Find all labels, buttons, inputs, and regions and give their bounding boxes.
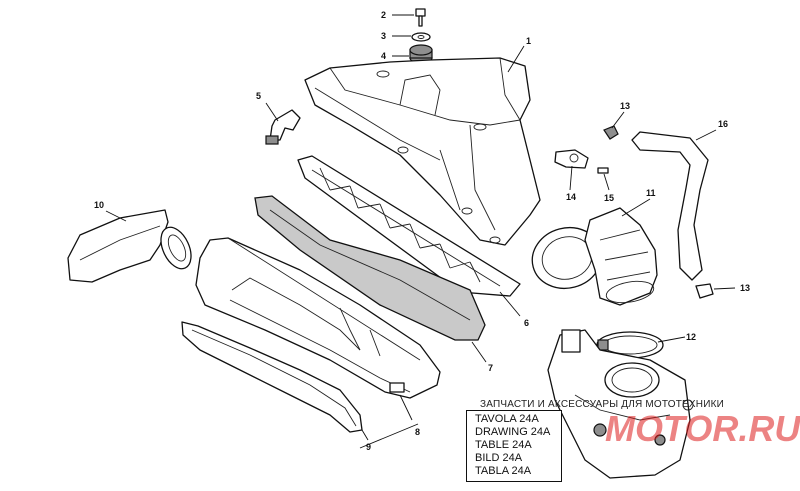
part-8-airbox-base: [195, 237, 441, 399]
part-1-airbox-cover: [304, 57, 541, 246]
reference-line-tabla: TABLA 24A: [475, 465, 532, 477]
reference-line-table: TABLE 24A: [475, 439, 532, 451]
part-9-gasket: [181, 321, 363, 433]
callout-labels: 2 3 4 1 5 13 16 14 15 11 10 6 7 12 13 8 …: [94, 10, 750, 452]
throttle-body: [547, 329, 694, 479]
callout-16: 16: [718, 119, 728, 129]
callout-7: 7: [488, 363, 493, 373]
part-6-filter-frame: [297, 155, 521, 297]
watermark-tagline: ЗАПЧАСТИ И АКСЕССУАРЫ ДЛЯ МОТОТЕХНИКИ: [480, 399, 725, 410]
part-4-grommet: [409, 44, 433, 64]
callout-1: 1: [526, 36, 531, 46]
callout-15: 15: [604, 193, 614, 203]
callout-2: 2: [381, 10, 386, 20]
callout-9: 9: [366, 442, 371, 452]
callout-6: 6: [524, 318, 529, 328]
callout-12: 12: [686, 332, 696, 342]
leader-lines: [105, 14, 736, 449]
watermark-logo: MOTOR.RU: [605, 408, 800, 449]
callout-13-lower: 13: [740, 283, 750, 293]
callout-14: 14: [566, 192, 576, 202]
part-16-breather-hose: [631, 131, 709, 281]
part-15-screw: [597, 167, 609, 174]
callout-10: 10: [94, 200, 104, 210]
drawing-reference-box: TAVOLA 24A DRAWING 24A TABLE 24A BILD 24…: [466, 410, 562, 482]
callout-13-upper: 13: [620, 101, 630, 111]
part-13-small-clamp-lower: [695, 283, 714, 299]
callout-11: 11: [646, 188, 656, 198]
part-5-clip: [265, 109, 301, 145]
callout-8: 8: [415, 427, 420, 437]
part-3-washer: [411, 32, 431, 42]
reference-line-tavola: TAVOLA 24A: [475, 413, 539, 425]
part-11-intake-boot: [531, 207, 658, 306]
reference-line-drawing: DRAWING 24A: [475, 426, 551, 438]
part-7-air-filter-element: [254, 195, 486, 341]
callout-5: 5: [256, 91, 261, 101]
callout-3: 3: [381, 31, 386, 41]
part-13-small-clamp-upper: [603, 125, 619, 140]
part-14-breather-fitting: [554, 149, 589, 169]
part-2-screw: [415, 8, 426, 27]
callout-4: 4: [381, 51, 386, 61]
reference-line-bild: BILD 24A: [475, 452, 523, 464]
part-10-intake-duct: [67, 209, 192, 283]
